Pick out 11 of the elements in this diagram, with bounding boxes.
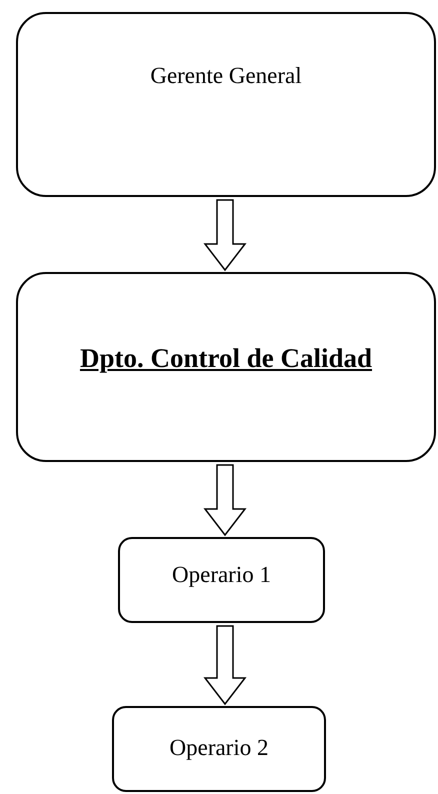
rounded-box (16, 272, 436, 462)
box-label: Dpto. Control de Calidad (80, 342, 372, 375)
block-arrow (203, 625, 247, 706)
box-label: Operario 2 (170, 734, 268, 762)
rounded-box (16, 12, 436, 197)
box-label: Gerente General (150, 62, 302, 90)
rounded-box (118, 537, 325, 623)
block-arrow (203, 199, 247, 272)
box-label: Operario 1 (172, 561, 271, 589)
rounded-box (112, 706, 326, 792)
block-arrow (203, 464, 247, 536)
